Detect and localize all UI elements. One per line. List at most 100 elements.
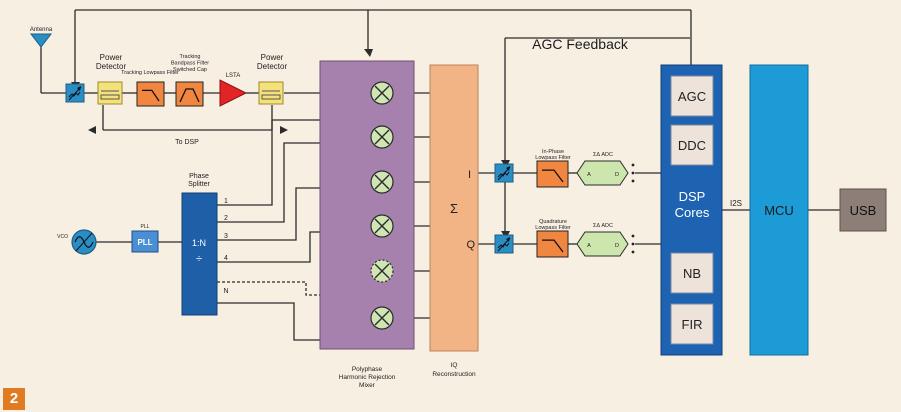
adc-out-label: D [615,243,619,249]
tracking-bandpass-filter-icon [175,81,204,107]
adc-out-label: D [615,172,619,178]
adc-bus-dot [631,179,635,183]
pll-box-label: PLL [137,238,152,247]
i-attenuator-icon [494,163,514,183]
arrow-tip [77,86,81,91]
vco-label: VCO [57,234,68,240]
lowpass-curve [142,89,160,102]
lowpass-curve [542,169,564,183]
sigma-symbol: Σ [450,201,458,216]
tracking-lowpass-filter-icon [136,81,165,107]
antenna-label: Antenna [30,27,53,33]
mixer-x-icon [374,129,390,145]
splitter-output-label: 1 [224,198,228,205]
tracking-bandpass-label: Bandpass Filter [171,61,209,67]
adc-bus-dot [631,234,635,238]
power-detector-2-label: Power [261,53,284,62]
tracking-bandpass-label: Tracking [180,54,201,60]
usb-label: USB [850,203,877,218]
figure-number-badge: 2 [3,388,25,410]
input-attenuator-icon [65,83,85,103]
mixer-caption: Harmonic Rejection [339,374,396,381]
mixer-x-icon [374,310,390,326]
tracking-bandpass-label: Switched Cap [173,67,207,73]
arrow-tip [506,237,510,242]
power-detector-1-label: Detector [96,62,127,71]
adc-q-icon: A D ΣΔ ADC [576,223,635,257]
splitter-output-label: N [223,288,228,295]
dsp-block [670,124,714,166]
dsp-block [670,75,714,117]
filter-box [536,160,569,188]
adc-in-label: A [587,243,591,249]
mixer-panel [319,60,415,350]
splitter-output-label: 2 [224,215,228,222]
splitter-divide-icon: ÷ [196,253,202,265]
adc-label: ΣΔ ADC [593,152,613,158]
dsp-block-label: FIR [682,317,703,332]
i-label: I [468,169,471,181]
inphase-filter-label: Lowpass Filter [535,155,571,161]
quadrature-filter-label: Lowpass Filter [535,225,571,231]
mixer-x-icon [374,218,390,234]
power-detector-2-label: Detector [257,62,288,71]
quadrature-lowpass-filter-icon [536,230,569,258]
bandpass-curve [179,88,200,103]
resistor-zigzag [497,171,510,178]
lowpass-curve [542,239,564,253]
mcu-label: MCU [764,203,794,218]
mixer-x-icon [374,263,390,279]
phase-splitter-label: Splitter [188,181,210,188]
resistor-zigzag [68,91,81,98]
power-detector-2-icon [258,81,284,105]
dsp-block-label: DDC [678,138,706,153]
adc-body [576,231,629,257]
mixer-caption: Polyphase [352,366,383,373]
usb-box [839,188,887,232]
iq-panel [429,64,479,352]
filter-box [175,81,204,107]
adc-bus-dot [631,171,635,175]
phase-splitter-box [181,192,218,316]
detector-glyph [100,90,120,100]
adc-body [576,160,629,186]
pll-box [131,230,159,253]
antenna-icon [29,33,53,48]
detector-glyph [261,90,281,100]
tracking-lowpass-label: Tracking Lowpass Filter [121,70,179,76]
power-detector-1-label: Power [100,53,123,62]
mixer-caption: Mixer [359,382,376,389]
dsp-block [670,303,714,345]
lsta-label: LSTA [226,73,241,79]
mixer-x-icon [374,174,390,190]
quadrature-filter-label: Quadrature [539,219,567,225]
adc-bus-dot [631,250,635,254]
adc-bus-dot [631,163,635,167]
iq-caption: Reconstruction [432,371,476,378]
pll-top-label: PLL [141,224,150,230]
splitter-output-label: 4 [224,255,228,262]
dsp-cores-label: DSP [679,189,706,204]
vco-arrow [75,232,93,252]
phase-splitter-label: Phase [189,173,209,180]
dsp-block-label: AGC [678,89,706,104]
to-dsp-label: To DSP [175,139,199,146]
mixer-x-icon [374,85,390,101]
filter-box [536,230,569,258]
adc-label: ΣΔ ADC [593,223,613,229]
inphase-lowpass-filter-icon [536,160,569,188]
i2s-label: I2S [730,199,742,208]
mcu-panel [749,64,809,356]
adc-bus-dot [631,242,635,246]
arrow-tip [506,166,510,171]
resistor-zigzag [497,242,510,249]
iq-caption: IQ [451,362,458,369]
detector-box [258,81,284,105]
inphase-filter-label: In-Phase [542,149,564,155]
q-label: Q [466,239,475,251]
lsta-amplifier-icon [219,79,248,107]
splitter-ratio: 1:N [192,238,206,248]
splitter-output-label: 3 [224,233,228,240]
